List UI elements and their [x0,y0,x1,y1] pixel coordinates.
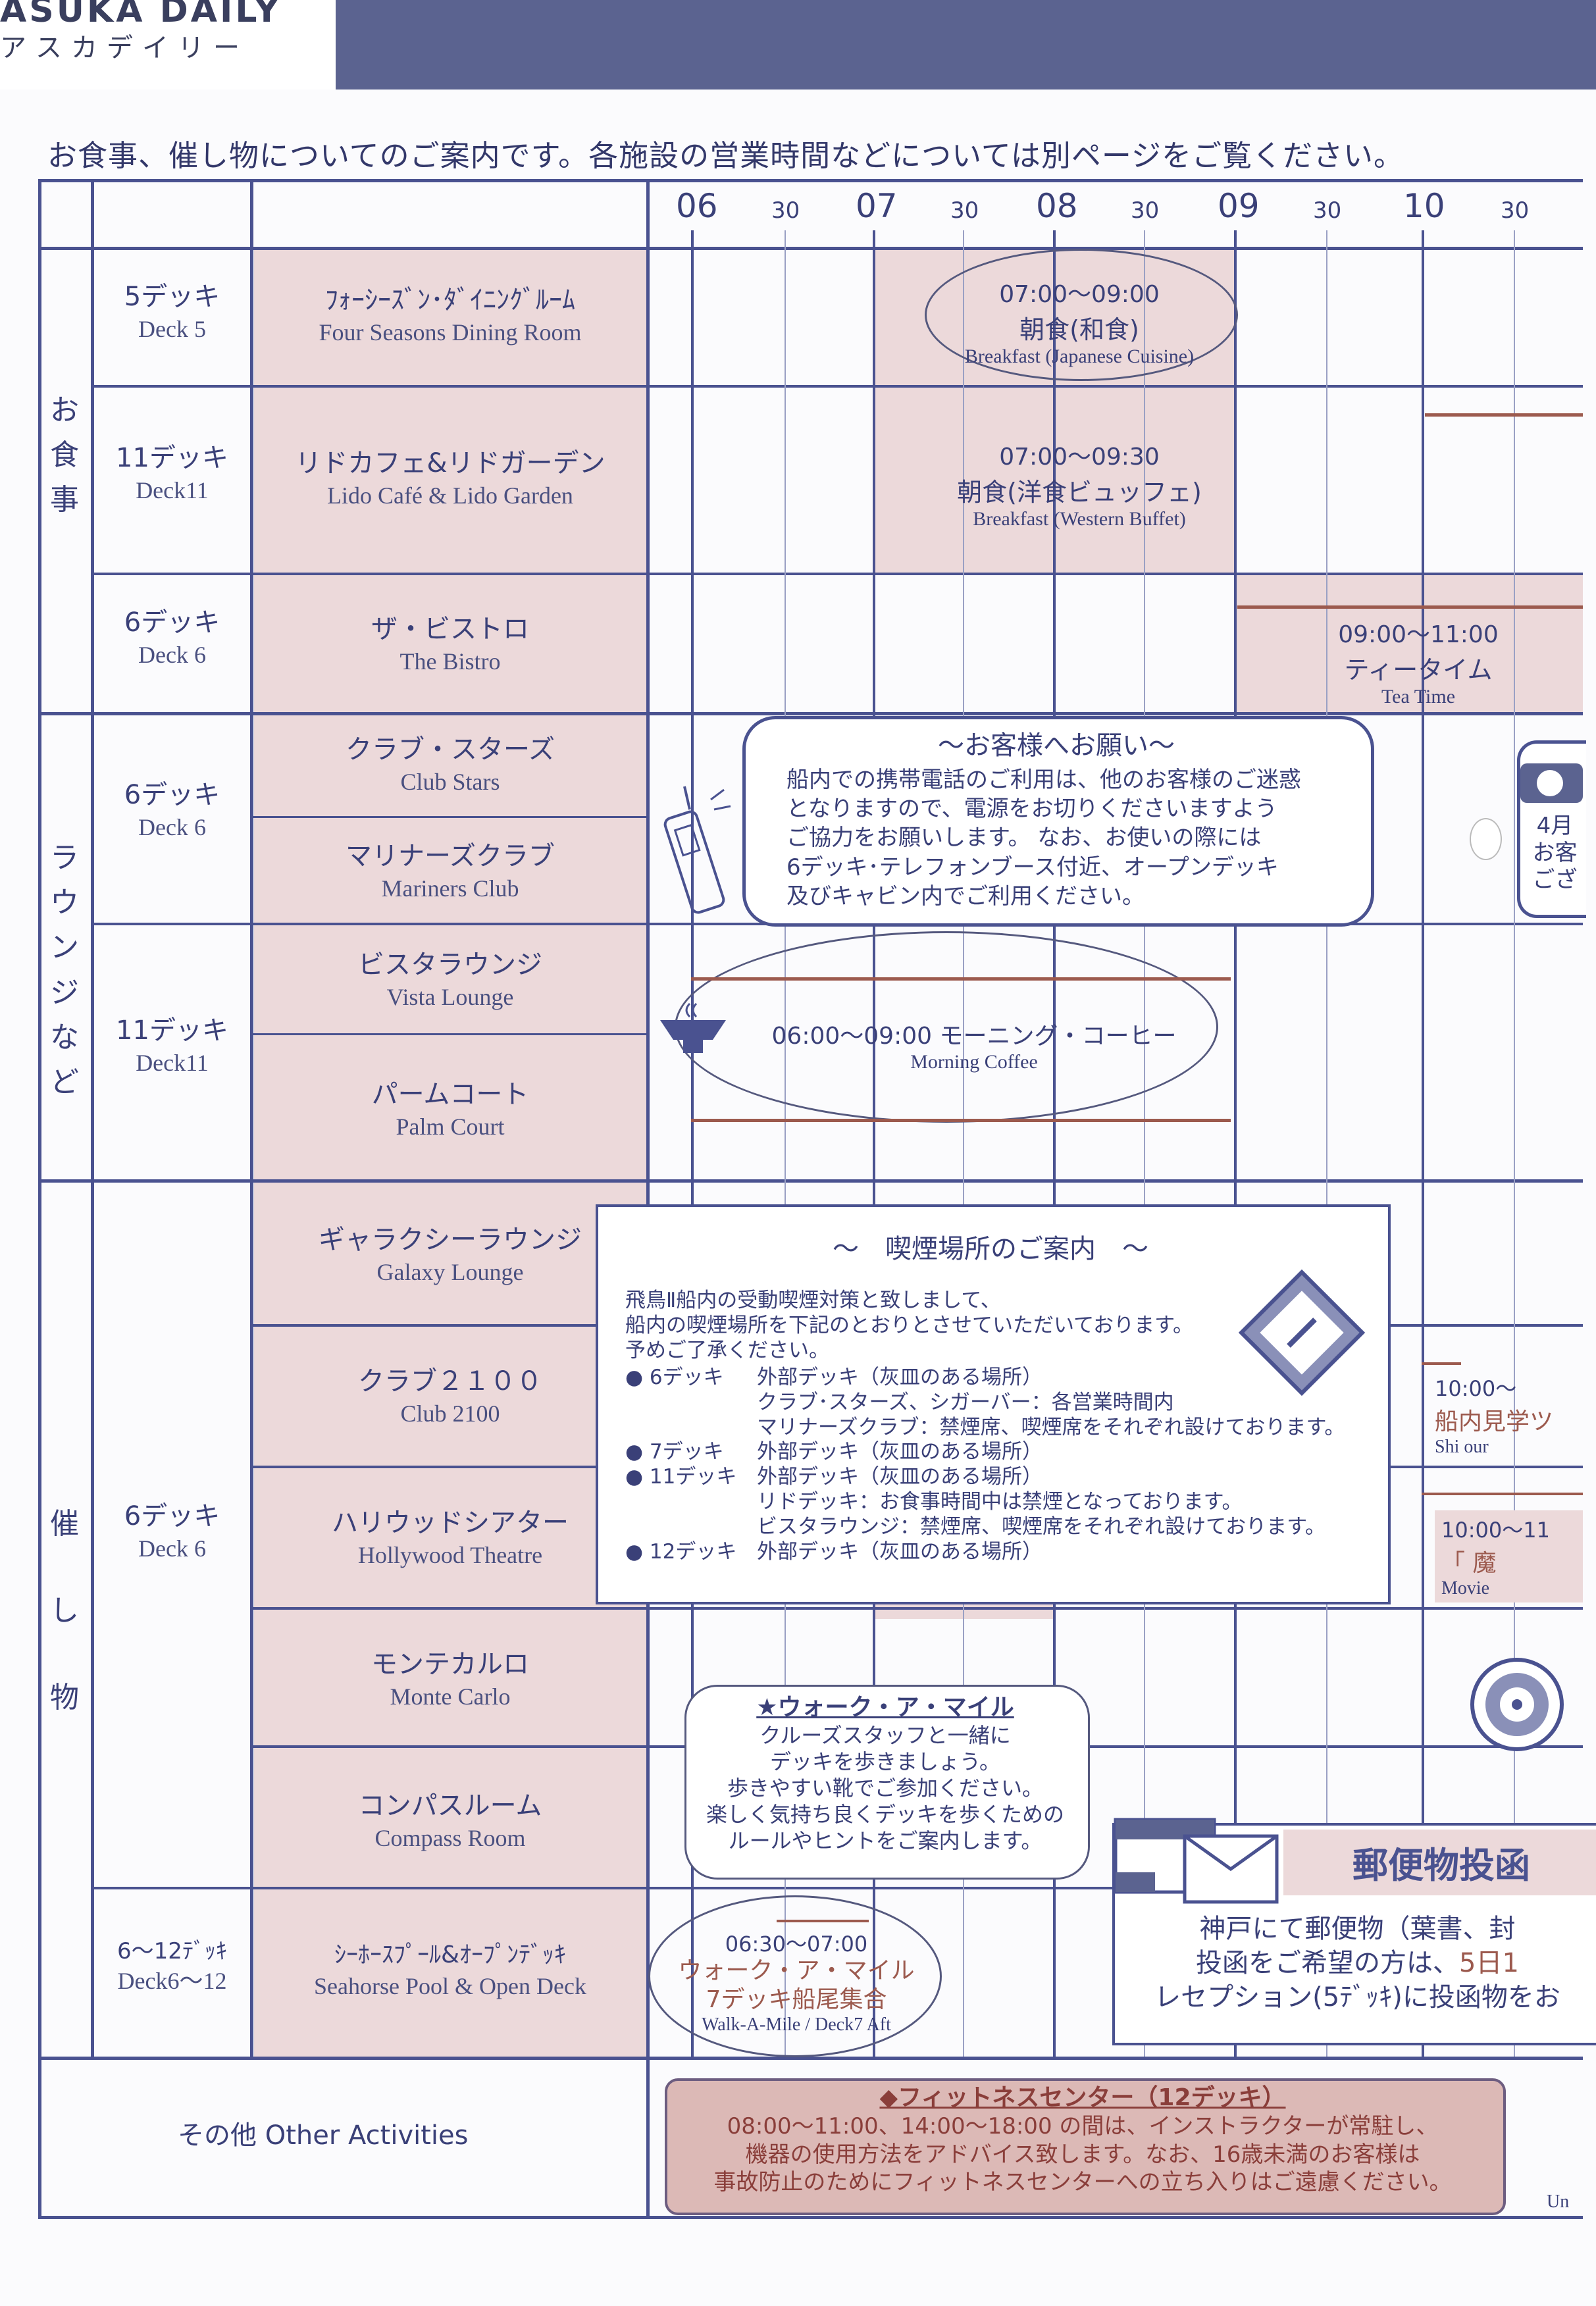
mail-title: 郵便物投函 [1352,1845,1530,1886]
smoking-item: ● 11デッキ外部デッキ（灰皿のある場所）リドデッキ：お食事時間中は禁煙となって… [625,1465,1326,1539]
walk-notice [684,1685,1090,1880]
arrow-coffee-vista [691,977,1231,981]
event-walk-a-mile: 06:30～07:00 ウォーク・ア・マイル 7デッキ船尾集合 Walk-A-M… [678,1932,915,2035]
corner-cut-text: Un [1547,2191,1570,2212]
category-dining: お食事 [45,388,84,523]
other-activities-label: その他 Other Activities [178,2120,469,2151]
event-tea-time: 09:00～11:00 ティータイム Tea Time [1338,621,1499,707]
arrow-movie [1422,1493,1583,1495]
event-morning-coffee: 06:00～09:00 モーニング・コーヒー Morning Coffee [771,1023,1177,1073]
side-notice-text: 4月お客ござ [1532,813,1578,893]
smoking-intro: 飛鳥Ⅱ船内の受動喫煙対策と致しまして、船内の喫煙場所を下記のとおりとさせていただ… [625,1289,1194,1362]
category-lounge: ラウンジなど [45,836,84,1105]
envelope-icon [1114,1818,1279,1904]
punch-hole [1471,819,1501,859]
brand-kana: アスカデイリー [0,33,249,63]
phone-notice [742,716,1374,927]
phone-notice-title: ～お客様へお願い～ [938,730,1175,761]
arrow-tea [1237,605,1583,609]
brand-title: ASUKA DAILY [0,0,282,30]
dartboard-icon [1470,1658,1564,1751]
smoking-item: ● 6デッキ外部デッキ（灰皿のある場所）クラブ･スターズ、シガーバー：各営業時間… [625,1366,1345,1439]
header-left [0,0,336,90]
mail-title-bg [1283,1830,1596,1895]
smoking-list: ● 6デッキ外部デッキ（灰皿のある場所）クラブ･スターズ、シガーバー：各営業時間… [625,1366,1345,1565]
event-breakfast-japanese: 07:00～09:00 朝食(和食) Breakfast (Japanese C… [964,281,1195,367]
arrow-coffee-palm [691,1119,1231,1122]
movie-box [1435,1510,1583,1602]
event-ship-tour: 10:00～ 船内見学ツ Shi our [1435,1376,1554,1457]
fitness-notice [665,2078,1506,2215]
coffee-cup-icon [660,1002,726,1053]
smoking-sign-icon [1238,1269,1366,1396]
arrow-lido-continue [1425,413,1583,417]
smoking-notice-title: ～ 喫煙場所のご案内 ～ [833,1234,1148,1264]
breakfast-oval [925,249,1238,381]
smoking-item: ● 12デッキ外部デッキ（灰皿のある場所） [625,1539,1043,1564]
header-band [336,0,1596,90]
category-events: 催し物 [45,1481,84,1741]
smoking-item: ● 7デッキ外部デッキ（灰皿のある場所） [625,1440,1043,1464]
walk-oval [648,1895,942,2057]
fitness-text: ◆フィットネスセンター（12デッキ） 08:00～11:00、14:00～18:… [713,2084,1452,2195]
event-movie: 10:00～11 「 魔 Movie [1441,1518,1550,1599]
intro-text: お食事、催し物についてのご案内です。各施設の営業時間などについては別ページをご覧… [47,138,1404,173]
camera-icon [1520,763,1583,803]
event-breakfast-buffet: 07:00～09:30 朝食(洋食ビュッフェ) Breakfast (Weste… [957,444,1202,530]
arrow-tour [1422,1362,1461,1365]
phone-notice-text: 船内での携帯電話のご利用は、他のお客様のご迷惑となりますので、電源をお切りくださ… [786,767,1301,910]
category-events-text: 催し物 [50,1507,79,1714]
arrow-walk [777,1920,869,1922]
category-lounge-text: ラウンジなど [50,841,79,1099]
walk-notice-text: ★ウォーク・ア・マイル クルーズスタッフと一緒に デッキを歩きましょう。 歩きや… [706,1694,1064,1853]
mobile-phone-icon [663,786,731,914]
mail-text: 神戸にて郵便物（葉書、封 投函をご希望の方は、5日1 レセプション(5ﾃﾞｯｷ)… [1154,1914,1560,2012]
smoking-notice [596,1204,1391,1604]
category-dining-text: お食事 [50,394,79,517]
